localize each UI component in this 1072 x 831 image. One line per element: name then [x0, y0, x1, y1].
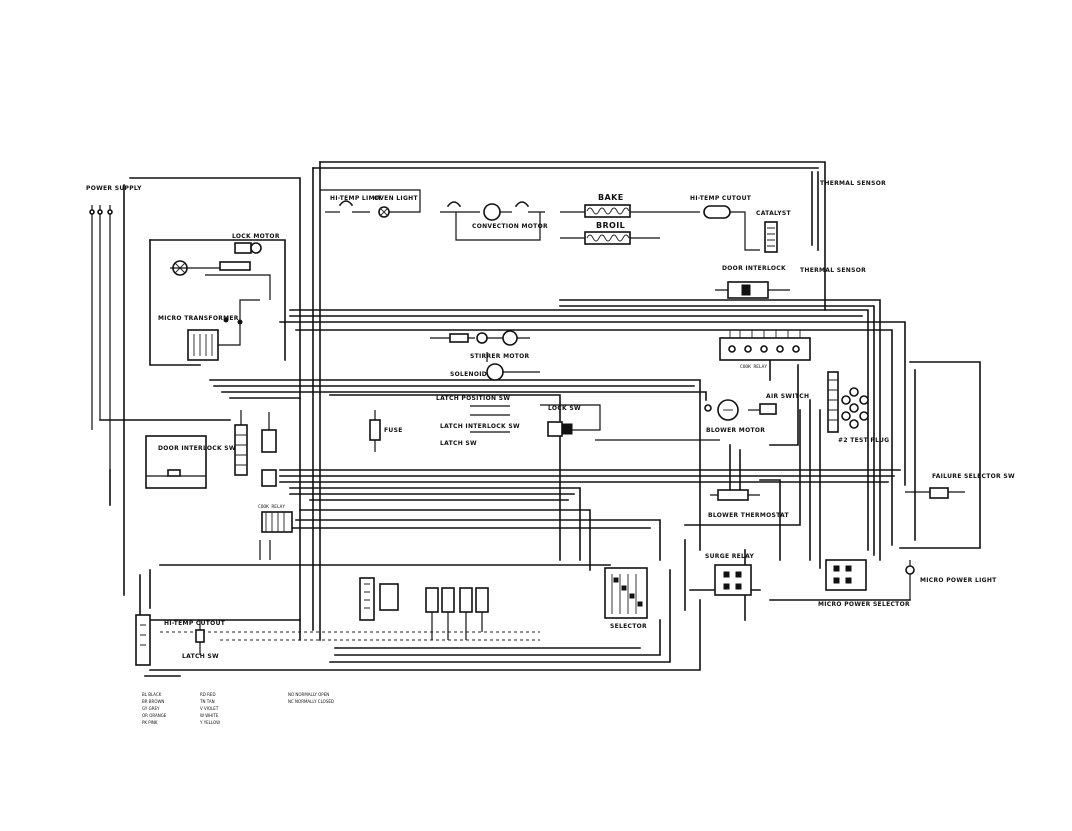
lock-sw-label: LOCK SW — [548, 405, 581, 412]
catalyst-label: CATALYST — [756, 210, 792, 217]
power-supply: POWER SUPPLY — [86, 185, 231, 506]
legend-item: RD RED — [200, 692, 216, 697]
selector-label: SELECTOR — [610, 623, 647, 630]
legend-item: W WHITE — [200, 713, 219, 718]
micro-power-selector-label: MICRO POWER SELECTOR — [818, 601, 910, 608]
solenoid-icon — [486, 363, 504, 381]
top-components: HI-TEMP LIMIT OVEN LIGHT CONVECTION MOTO… — [320, 171, 886, 274]
transformer-core — [187, 329, 219, 361]
thermal-sensor-top-label: THERMAL SENSOR — [820, 180, 886, 187]
bake-label: BAKE — [598, 193, 624, 202]
door-interlock-switch: DOOR INTERLOCK SW — [145, 435, 236, 489]
door-interlock-label: DOOR INTERLOCK — [722, 265, 786, 272]
legend-item: NC NORMALLY CLOSED — [288, 699, 334, 704]
thermal-sensor-label: THERMAL SENSOR — [800, 267, 866, 274]
legend-item: BR BROWN — [142, 699, 164, 704]
surge-relay-label: SURGE RELAY — [705, 553, 755, 560]
legend-item: V VIOLET — [200, 706, 219, 711]
lock-motor — [234, 242, 252, 254]
oven-light-label: OVEN LIGHT — [374, 195, 418, 202]
latch-interlock-sw-label: LATCH INTERLOCK SW — [440, 423, 520, 430]
selector-switch — [604, 567, 648, 619]
stirrer-motor-icon — [502, 330, 518, 346]
test-plug: #2 TEST PLUG — [827, 371, 889, 444]
door-interlock-sw-label: DOOR INTERLOCK SW — [158, 445, 236, 452]
convection-motor-label: CONVECTION MOTOR — [472, 223, 548, 230]
failure-selector-sw-label: FAILURE SELECTOR SW — [932, 473, 1015, 480]
catalyst — [764, 221, 778, 253]
latch-sw-label: LATCH SW — [440, 440, 477, 447]
outer-harness — [123, 161, 981, 677]
legend: BL BLACK BR BROWN GY GREY OR ORANGE PK P… — [142, 692, 334, 725]
latch-position-sw-label: LATCH POSITION SW — [436, 395, 510, 402]
air-switch-label: AIR SWITCH — [766, 393, 809, 400]
hi-temp-cutout-bottom-label: HI-TEMP CUTOUT — [164, 620, 226, 627]
hi-temp-cutout — [703, 205, 731, 219]
connector-strip-label: COOK RELAY — [740, 364, 767, 370]
micro-power-light-label: MICRO POWER LIGHT — [920, 577, 997, 584]
legend-item: NO NORMALLY OPEN — [288, 692, 329, 697]
test-plug-label: #2 TEST PLUG — [838, 437, 889, 444]
test-plug-connector — [841, 387, 869, 429]
lock-motor-label: LOCK MOTOR — [232, 233, 280, 240]
failure-selector-switch: FAILURE SELECTOR SW — [905, 473, 1015, 499]
door-interlock-block: DOOR INTERLOCK COOK RELAY — [715, 265, 811, 370]
blower-thermostat-label: BLOWER THERMOSTAT — [708, 512, 790, 519]
fuse-label: FUSE — [384, 427, 403, 434]
stirrer-motor-label: STIRRER MOTOR — [470, 353, 530, 360]
micro-transformer-label: MICRO TRANSFORMER — [158, 315, 239, 322]
hi-temp-cutout-label: HI-TEMP CUTOUT — [690, 195, 752, 202]
micro-transformer: MICRO TRANSFORMER LOCK MOTOR — [149, 233, 286, 366]
selector-blocks: SELECTOR SURGE RELAY MICRO POWER SELECTO… — [359, 553, 997, 640]
latch-switches: FUSE LATCH POSITION SW LATCH INTERLOCK S… — [369, 395, 720, 452]
power-supply-label: POWER SUPPLY — [86, 185, 142, 192]
legend-item: PK PINK — [142, 720, 158, 725]
cook-relay-label: COOK RELAY — [258, 504, 285, 510]
legend-item: TN TAN — [199, 699, 215, 704]
legend-item: BL BLACK — [142, 692, 162, 697]
legend-item: Y YELLOW — [199, 720, 220, 725]
hi-temp-limit-label: HI-TEMP LIMIT — [330, 195, 382, 202]
stirrer-solenoid: STIRRER MOTOR SOLENOID — [430, 330, 540, 381]
left-relay-column: COOK RELAY — [234, 410, 293, 560]
solenoid-label: SOLENOID — [450, 371, 487, 378]
blower-thermostat: BLOWER THERMOSTAT — [708, 489, 790, 519]
blower-motor: BLOWER MOTOR AIR SWITCH — [704, 393, 809, 434]
latch-sw-bottom-label: LATCH SW — [182, 653, 219, 660]
broil-label: BROIL — [596, 221, 625, 230]
convection-motor-icon — [483, 203, 501, 221]
blower-motor-label: BLOWER MOTOR — [706, 427, 765, 434]
legend-item: GY GREY — [142, 706, 160, 711]
legend-item: OR ORANGE — [142, 713, 167, 718]
bottom-left-switch: HI-TEMP CUTOUT LATCH SW — [135, 614, 226, 666]
